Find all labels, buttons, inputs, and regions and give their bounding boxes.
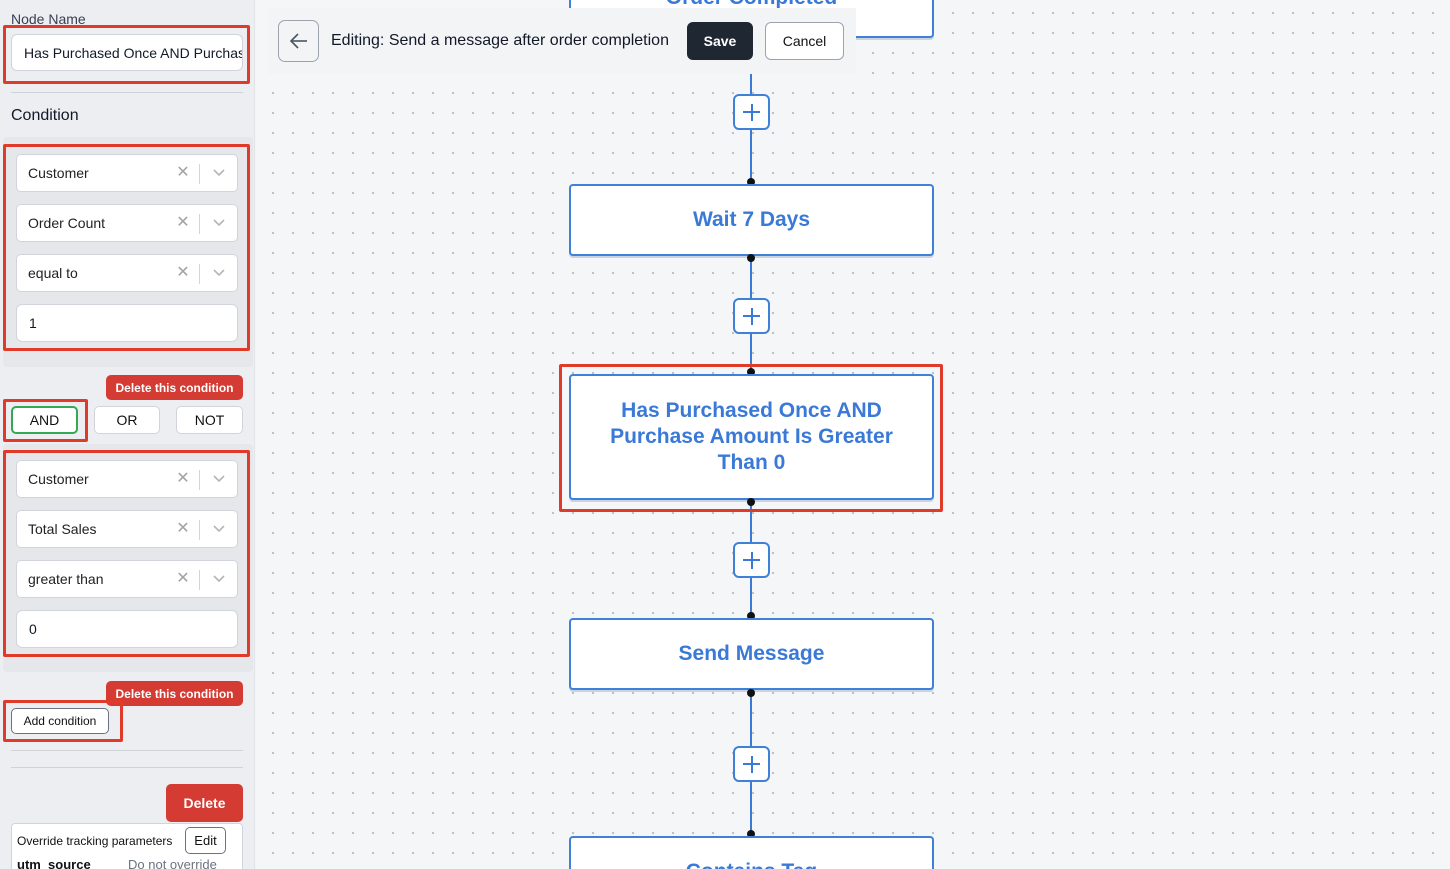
save-button[interactable]: Save — [687, 22, 753, 60]
override-tracking-label: Override tracking parameters — [17, 834, 173, 848]
condition-value-input[interactable]: 1 — [16, 304, 238, 342]
node-name-input[interactable]: Has Purchased Once AND Purchase Amount I… — [11, 34, 243, 71]
node-connector-dot — [747, 368, 755, 376]
flow-node-send-message[interactable]: Send Message — [569, 618, 934, 690]
field-select[interactable]: Total Sales ✕ — [16, 510, 238, 548]
clear-icon[interactable]: ✕ — [176, 264, 190, 281]
flow-canvas[interactable] — [256, 0, 1450, 869]
clear-icon[interactable]: ✕ — [176, 164, 190, 181]
or-button[interactable]: OR — [94, 406, 160, 434]
field-select-value: Order Count — [28, 215, 106, 231]
select-separator — [199, 164, 200, 184]
select-separator — [199, 264, 200, 284]
arrow-left-icon — [289, 33, 307, 49]
clear-icon[interactable]: ✕ — [176, 470, 190, 487]
select-separator — [199, 570, 200, 590]
entity-select[interactable]: Customer ✕ — [16, 460, 238, 498]
add-step-plus-icon[interactable] — [733, 542, 770, 578]
node-connector-dot — [747, 178, 755, 186]
node-connector-dot — [747, 498, 755, 506]
chevron-down-icon[interactable] — [212, 474, 226, 484]
add-step-plus-icon[interactable] — [733, 298, 770, 334]
add-step-plus-icon[interactable] — [733, 746, 770, 782]
chevron-down-icon[interactable] — [212, 574, 226, 584]
clear-icon[interactable]: ✕ — [176, 214, 190, 231]
utm-source-key: utm_source — [17, 857, 91, 869]
operator-select[interactable]: equal to ✕ — [16, 254, 238, 292]
back-button[interactable] — [278, 20, 319, 62]
node-editor-sidebar: Node Name Has Purchased Once AND Purchas… — [0, 0, 255, 869]
node-connector-dot — [747, 254, 755, 262]
condition-value-input[interactable]: 0 — [16, 610, 238, 648]
clear-icon[interactable]: ✕ — [176, 520, 190, 537]
edit-tracking-button[interactable]: Edit — [185, 827, 226, 854]
select-separator — [199, 470, 200, 490]
operator-select[interactable]: greater than ✕ — [16, 560, 238, 598]
override-tracking-panel: Override tracking parameters Edit utm_so… — [11, 823, 243, 869]
divider — [11, 767, 243, 768]
chevron-down-icon[interactable] — [212, 168, 226, 178]
divider — [11, 750, 243, 751]
add-step-plus-icon[interactable] — [733, 94, 770, 130]
entity-select-value: Customer — [28, 471, 89, 487]
and-button[interactable]: AND — [11, 406, 78, 434]
not-button[interactable]: NOT — [176, 406, 243, 434]
operator-select-value: equal to — [28, 265, 78, 281]
delete-condition-button[interactable]: Delete this condition — [106, 375, 243, 400]
utm-source-value: Do not override — [128, 857, 217, 869]
node-connector-dot — [747, 830, 755, 838]
editing-title: Editing: Send a message after order comp… — [331, 32, 669, 49]
delete-condition-button[interactable]: Delete this condition — [106, 681, 243, 706]
entity-select-value: Customer — [28, 165, 89, 181]
entity-select[interactable]: Customer ✕ — [16, 154, 238, 192]
flow-node-contains-tag[interactable]: Contains Tag — [569, 836, 934, 869]
node-name-label: Node Name — [11, 11, 86, 27]
cancel-button[interactable]: Cancel — [765, 22, 844, 60]
chevron-down-icon[interactable] — [212, 218, 226, 228]
node-connector-dot — [747, 689, 755, 697]
flow-node-wait[interactable]: Wait 7 Days — [569, 184, 934, 256]
chevron-down-icon[interactable] — [212, 524, 226, 534]
select-separator — [199, 520, 200, 540]
field-select-value: Total Sales — [28, 521, 97, 537]
delete-node-button[interactable]: Delete — [166, 784, 243, 822]
add-condition-button[interactable]: Add condition — [11, 708, 109, 734]
field-select[interactable]: Order Count ✕ — [16, 204, 238, 242]
clear-icon[interactable]: ✕ — [176, 570, 190, 587]
editing-toolbar — [268, 8, 856, 74]
condition-heading: Condition — [11, 107, 79, 124]
divider — [11, 92, 243, 93]
chevron-down-icon[interactable] — [212, 268, 226, 278]
node-connector-dot — [747, 612, 755, 620]
select-separator — [199, 214, 200, 234]
flow-node-condition[interactable]: Has Purchased Once AND Purchase Amount I… — [569, 374, 934, 500]
operator-select-value: greater than — [28, 571, 104, 587]
